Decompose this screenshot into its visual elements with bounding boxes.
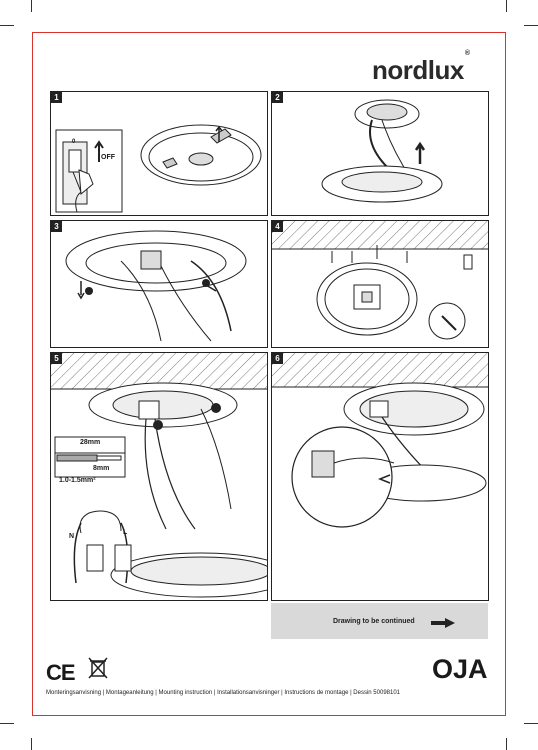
- crop-mark: [0, 25, 14, 26]
- live-wire-label: L: [123, 529, 128, 536]
- crossed-bin-icon: [88, 657, 108, 679]
- ce-mark: CE: [46, 660, 76, 685]
- disconnect-wires-illustration: [65, 230, 247, 342]
- strip-length-long: 28mm: [80, 439, 101, 446]
- panel-step-5: 5 28mm 8mm 1.0-1.5mm² N L: [50, 352, 268, 601]
- switch-on-label: 0: [72, 139, 76, 145]
- step-number: 4: [272, 221, 283, 232]
- crop-mark: [524, 25, 538, 26]
- panel-step-3: 3: [50, 220, 268, 348]
- crop-mark: [31, 0, 32, 12]
- switch-off-illustration: [55, 124, 262, 213]
- attach-diffuser-illustration: [272, 353, 488, 528]
- wire-size-label: 1.0-1.5mm²: [59, 477, 96, 484]
- crop-mark: [506, 738, 507, 750]
- step-number: 2: [272, 92, 283, 103]
- crop-mark: [524, 723, 538, 724]
- connect-wires-illustration: [51, 353, 267, 598]
- switch-off-label: OFF: [101, 154, 115, 161]
- crop-mark: [506, 0, 507, 12]
- page-frame: [32, 32, 506, 716]
- panel-step-4: 4: [271, 220, 489, 348]
- crop-mark: [0, 723, 14, 724]
- step-number: 5: [51, 353, 62, 364]
- crop-mark: [31, 738, 32, 750]
- arrow-right-icon: [431, 618, 455, 628]
- neutral-wire-label: N: [69, 533, 75, 540]
- continued-text: Drawing to be continued: [333, 618, 415, 625]
- panel-step-6: 6: [271, 352, 489, 601]
- remove-cover-illustration: [321, 99, 443, 203]
- step-number: 6: [272, 353, 283, 364]
- strip-length-short: 8mm: [93, 465, 110, 472]
- footer-languages: Monteringsanvisning | Montageanleitung |…: [46, 690, 401, 696]
- brand-logo: nordlux®: [372, 50, 470, 85]
- step-number: 3: [51, 221, 62, 232]
- product-name: OJA: [432, 654, 488, 684]
- mount-base-illustration: [272, 221, 488, 340]
- panel-step-1: 1 OFF 0: [50, 91, 268, 216]
- step-number: 1: [51, 92, 62, 103]
- panel-step-2: 2: [271, 91, 489, 216]
- continued-banner: Drawing to be continued: [271, 603, 488, 639]
